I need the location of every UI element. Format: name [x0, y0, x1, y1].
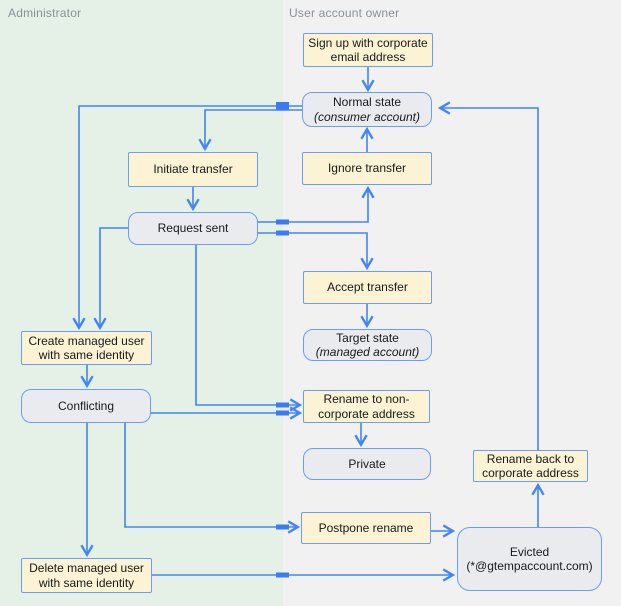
node-rename-to-non-corporate: Rename to non- corporate address	[303, 390, 430, 423]
node-title: Normal state	[332, 95, 402, 109]
node-subtitle: (managed account)	[315, 345, 420, 359]
node-label: Create managed user with same identity	[28, 333, 145, 363]
node-label: Rename to non- corporate address	[318, 392, 415, 421]
node-conflicting: Conflicting	[21, 389, 151, 423]
node-label: Private	[348, 456, 386, 471]
node-label: Ignore transfer	[327, 161, 407, 176]
node-delete-managed-user: Delete managed user with same identity	[21, 558, 152, 593]
node-subtitle: (consumer account)	[313, 109, 421, 124]
node-label: Request sent	[157, 221, 229, 236]
node-label: Sign up with corporate email address	[308, 35, 428, 65]
node-normal-state: Normal state (consumer account)	[302, 92, 432, 127]
node-label: Evicted (*@gtempaccount.com)	[466, 544, 593, 574]
node-label: Delete managed user with same identity	[29, 561, 144, 590]
node-ignore-transfer: Ignore transfer	[302, 152, 432, 185]
node-label: Initiate transfer	[153, 162, 233, 177]
node-label: Rename back to corporate address	[482, 451, 579, 481]
user-account-owner-lane-label: User account owner	[289, 6, 400, 20]
node-private: Private	[303, 448, 431, 480]
node-postpone-rename: Postpone rename	[301, 512, 431, 544]
node-label: Accept transfer	[327, 280, 408, 295]
node-request-sent: Request sent	[128, 212, 258, 245]
node-target-state: Target state (managed account)	[303, 329, 432, 361]
node-evicted: Evicted (*@gtempaccount.com)	[457, 527, 602, 591]
node-sign-up-with-corporate-email: Sign up with corporate email address	[303, 33, 433, 67]
node-title: Target state	[336, 330, 399, 345]
node-label: Postpone rename	[318, 520, 414, 535]
node-create-managed-user: Create managed user with same identity	[21, 331, 152, 365]
node-accept-transfer: Accept transfer	[303, 271, 432, 304]
node-rename-back-to-corporate: Rename back to corporate address	[473, 450, 588, 482]
administrator-lane	[0, 0, 283, 606]
node-label: Conflicting	[57, 398, 115, 413]
administrator-lane-label: Administrator	[8, 6, 82, 20]
node-initiate-transfer: Initiate transfer	[128, 152, 258, 187]
